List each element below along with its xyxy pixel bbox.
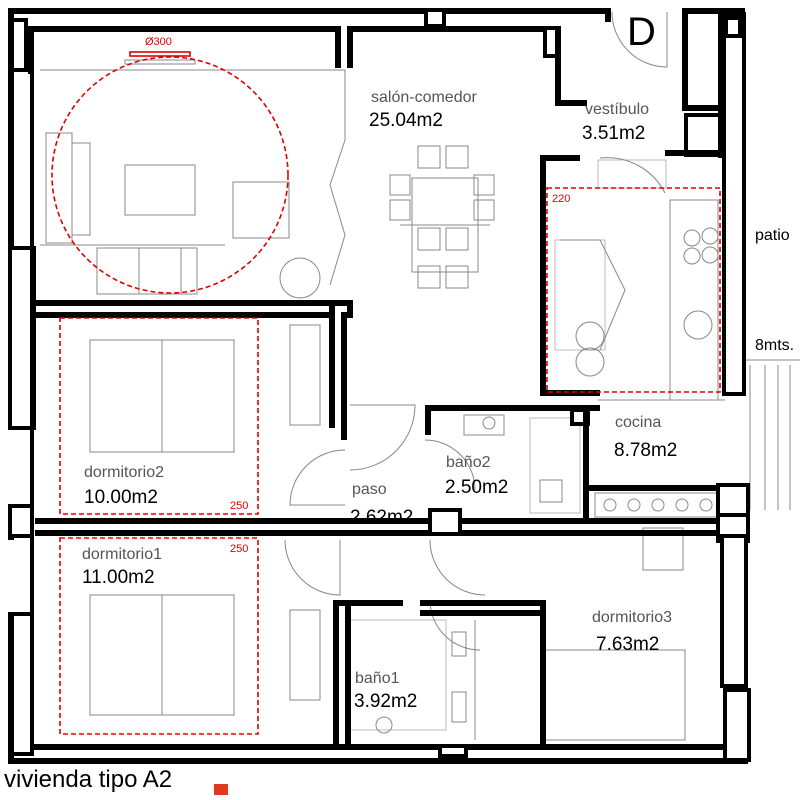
dormitorio1-clearance-label: 250 (230, 543, 249, 555)
room-area-bano1: 3.92m2 (354, 691, 418, 712)
room-area-dormitorio3: 7.63m2 (596, 634, 660, 655)
room-area-dormitorio1: 11.00m2 (82, 567, 155, 588)
clearance-markers (51, 51, 721, 735)
room-name-bano1: baño1 (355, 670, 400, 687)
room-area-vestibulo: 3.51m2 (582, 123, 646, 144)
furniture-layer (40, 59, 800, 741)
caption-square-icon (214, 784, 228, 795)
room-name-bano2: baño2 (446, 454, 491, 471)
room-name-salon: salón-comedor (371, 89, 477, 106)
living-circle-label: Ø300 (145, 36, 172, 48)
room-area-cocina: 8.78m2 (614, 440, 678, 461)
room-area-dormitorio2: 10.00m2 (84, 487, 158, 508)
room-name-dormitorio2: dormitorio2 (84, 464, 165, 481)
clearance-zone-dormitorio1 (59, 537, 259, 735)
room-name-cocina: cocina (615, 414, 662, 431)
room-name-dormitorio1: dormitorio1 (82, 546, 163, 563)
patio-label: patio (755, 227, 790, 244)
dormitorio2-clearance-label: 250 (230, 500, 249, 512)
door-swings (284, 11, 668, 651)
room-name-dormitorio3: dormitorio3 (592, 609, 673, 626)
room-area-paso: 2.62m2 (350, 507, 414, 528)
kitchen-clearance-label: 220 (552, 193, 571, 205)
room-area-salon: 25.04m2 (369, 110, 443, 131)
plan-title: vivienda tipo A2 (4, 766, 173, 793)
turning-circle-living (51, 56, 289, 294)
walls (8, 8, 751, 764)
room-name-vestibulo: vestíbulo (585, 101, 650, 118)
clearance-zone-kitchen (546, 187, 721, 393)
room-name-paso: paso (352, 481, 387, 498)
room-area-bano2: 2.50m2 (445, 477, 509, 498)
clearance-zone-dormitorio2 (59, 317, 259, 515)
distance-label: 8mts. (755, 337, 795, 354)
unit-letter: D (627, 10, 656, 54)
